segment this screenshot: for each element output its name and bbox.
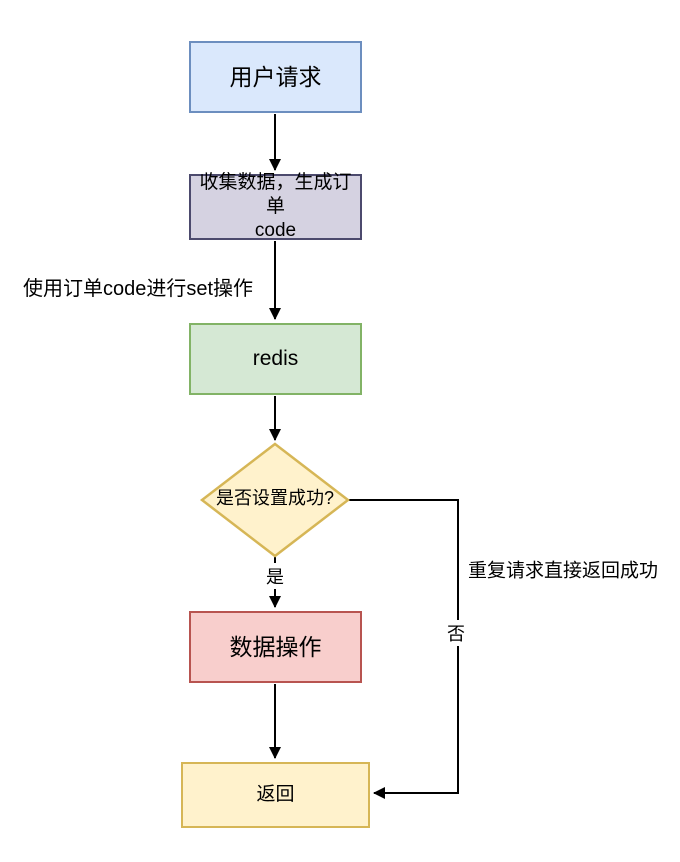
- edge-label-no: 否: [445, 620, 467, 646]
- node-data-operation-label: 数据操作: [229, 633, 322, 660]
- node-collect-data: 收集数据，生成订单 code: [189, 172, 362, 241]
- edge-label-repeat-request: 重复请求直接返回成功: [467, 560, 659, 582]
- node-redis: redis: [189, 323, 362, 395]
- node-user-request-label: 用户请求: [229, 63, 322, 90]
- node-redis-label: redis: [252, 346, 299, 370]
- node-return: 返回: [181, 762, 370, 828]
- node-decision-label: 是否设置成功?: [215, 488, 334, 508]
- edge-decision-no-to-return: [349, 499, 459, 799]
- node-data-operation: 数据操作: [189, 611, 362, 683]
- edge-label-yes: 是: [264, 563, 286, 589]
- edge-label-set-operation: 使用订单code进行set操作: [23, 278, 254, 300]
- node-user-request: 用户请求: [189, 41, 362, 113]
- node-collect-data-label: 收集数据，生成订单 code: [199, 172, 352, 241]
- node-return-label: 返回: [256, 784, 295, 806]
